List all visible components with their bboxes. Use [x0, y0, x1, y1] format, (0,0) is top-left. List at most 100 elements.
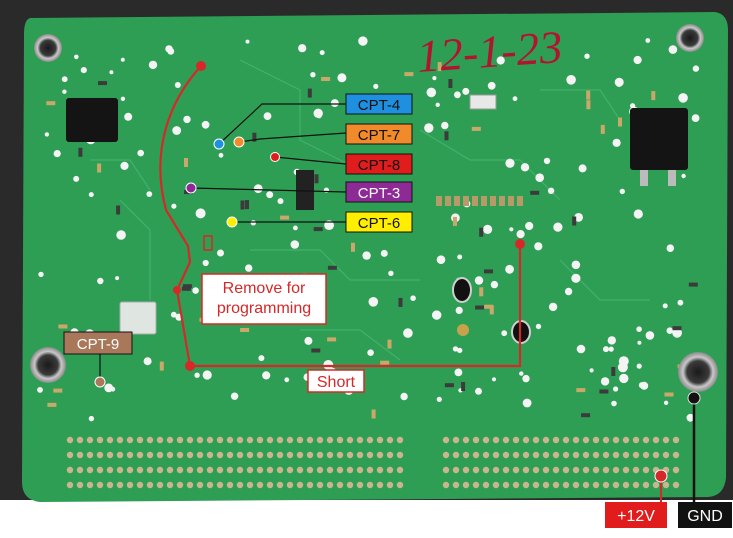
- smd-component: [479, 227, 484, 237]
- connector-pin: [226, 466, 234, 474]
- connector-pin: [316, 466, 324, 474]
- via: [367, 349, 374, 357]
- via: [250, 220, 256, 226]
- via: [37, 387, 43, 393]
- connector-pins: [66, 436, 680, 489]
- red-wire-left: [159, 65, 202, 367]
- resistor: [472, 196, 478, 206]
- via: [548, 302, 558, 312]
- connector-pin: [106, 481, 114, 489]
- connector-pin: [522, 481, 530, 489]
- smd-component: [240, 200, 245, 210]
- connector-pin: [216, 451, 224, 459]
- via: [245, 264, 253, 272]
- trace: [250, 249, 420, 281]
- via: [619, 373, 629, 384]
- connector-pin: [96, 436, 104, 444]
- via: [686, 413, 695, 422]
- cpt9-label: CPT-9: [77, 336, 120, 353]
- smd-component: [444, 383, 454, 388]
- connector-pin: [562, 436, 570, 444]
- connector-pin: [186, 466, 194, 474]
- via: [543, 157, 551, 165]
- connector-pin: [472, 436, 480, 444]
- connector-pin: [136, 481, 144, 489]
- connector-pin: [502, 436, 510, 444]
- plus12v-label-box: [605, 502, 667, 528]
- short-note-text: Short: [317, 374, 356, 391]
- connector-pin: [356, 451, 364, 459]
- connector-pin: [622, 466, 630, 474]
- connector-pin: [76, 481, 84, 489]
- connector-pin: [126, 451, 134, 459]
- connector-pin: [452, 436, 460, 444]
- smd-component: [46, 101, 56, 106]
- via: [677, 299, 684, 306]
- connector-pin: [602, 436, 610, 444]
- via: [380, 249, 388, 257]
- connector-pin: [482, 436, 490, 444]
- via: [501, 330, 508, 337]
- via: [522, 374, 530, 383]
- via: [266, 191, 274, 199]
- via: [217, 249, 224, 257]
- smd-component: [371, 409, 376, 419]
- via: [516, 230, 525, 239]
- connector-pin: [482, 481, 490, 489]
- connector-pin: [542, 436, 550, 444]
- smd-component: [184, 158, 188, 167]
- connector-pin: [602, 481, 610, 489]
- connector-pin: [452, 466, 460, 474]
- via: [358, 36, 368, 46]
- smd-component: [159, 361, 164, 371]
- connector-pin: [96, 466, 104, 474]
- trace: [119, 199, 151, 300]
- via: [637, 340, 642, 345]
- cpt7-label: CPT-7: [358, 127, 401, 144]
- connector-pin: [552, 436, 560, 444]
- connector-pin: [326, 451, 334, 459]
- connector-pin: [552, 481, 560, 489]
- connector-pin: [116, 436, 124, 444]
- regulator-pin: [668, 170, 676, 186]
- connector-pin: [492, 451, 500, 459]
- smd-component: [78, 147, 83, 157]
- via: [441, 121, 449, 130]
- smd-component: [461, 382, 466, 391]
- connector-pin: [522, 451, 530, 459]
- smd-component: [572, 216, 577, 226]
- trace: [300, 329, 401, 361]
- via: [452, 346, 459, 352]
- via: [525, 221, 534, 231]
- connector-pin: [492, 436, 500, 444]
- via: [172, 126, 182, 135]
- via: [636, 363, 642, 369]
- via: [277, 198, 284, 205]
- connector-pin: [286, 481, 294, 489]
- connector-pin: [156, 451, 164, 459]
- connector-pin: [472, 466, 480, 474]
- smd-component: [327, 265, 337, 270]
- via: [645, 38, 651, 43]
- via: [505, 158, 515, 168]
- via: [571, 260, 581, 270]
- via: [578, 164, 587, 173]
- via: [88, 192, 94, 198]
- connector-pin: [186, 436, 194, 444]
- connector-pin: [366, 436, 374, 444]
- connector-pin: [266, 466, 274, 474]
- remove-note-line: Remove for: [223, 280, 306, 297]
- via: [373, 83, 379, 89]
- via: [640, 381, 649, 390]
- resistor: [508, 196, 514, 206]
- connector-pin: [662, 451, 670, 459]
- via: [454, 91, 461, 99]
- connector-pin: [652, 451, 660, 459]
- connector-pin: [86, 466, 94, 474]
- connector-pin: [396, 451, 404, 459]
- via: [668, 45, 678, 54]
- via: [104, 383, 114, 393]
- connector-pin: [216, 466, 224, 474]
- connector-pin: [286, 436, 294, 444]
- smd-component: [448, 79, 453, 88]
